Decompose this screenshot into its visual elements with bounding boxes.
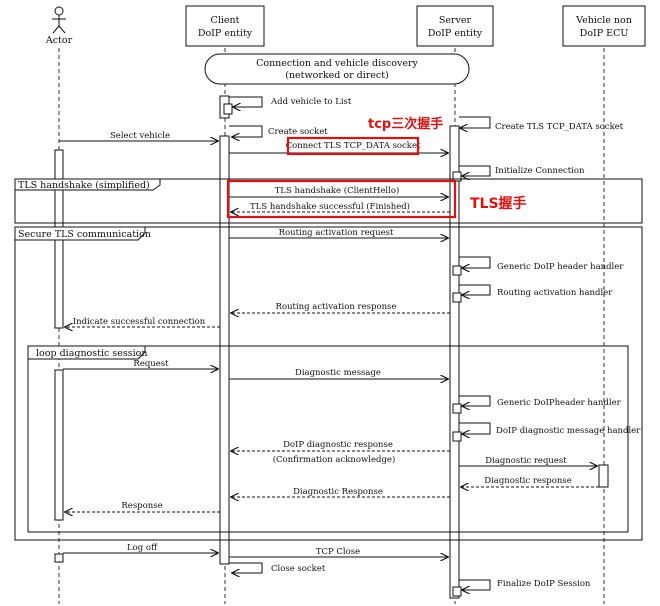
client-label-line1: Client bbox=[211, 15, 240, 26]
client-label-line2: DoIP entity bbox=[198, 28, 253, 39]
close-socket-label: Close socket bbox=[271, 564, 326, 574]
header-handler-2-label: Generic DoIPheader handler bbox=[497, 398, 622, 408]
close-socket-message bbox=[229, 562, 263, 573]
tls-finished-label: TLS handshake successful (Finished) bbox=[250, 201, 410, 212]
actor-participant: Actor bbox=[45, 6, 73, 46]
server-activation-header bbox=[452, 265, 462, 276]
client-activation-main bbox=[219, 135, 230, 565]
select-vehicle-label: Select vehicle bbox=[110, 131, 170, 141]
init-connection-message bbox=[459, 165, 491, 176]
diag-msg-handler-label: DoIP diagnostic message handler bbox=[496, 426, 641, 436]
tcp-close-label: TCP Close bbox=[316, 547, 360, 557]
server-box bbox=[416, 5, 494, 47]
client-box bbox=[185, 5, 265, 47]
server-activation-finalize bbox=[452, 586, 462, 597]
server-activation-main bbox=[449, 125, 460, 599]
ecu-box bbox=[562, 5, 646, 47]
request-label: Request bbox=[133, 359, 169, 369]
response-label: Response bbox=[121, 501, 162, 511]
ecu-participant: Vehicle non DoIP ECU bbox=[562, 5, 646, 47]
actor-label: Actor bbox=[45, 35, 73, 46]
server-activation-init bbox=[452, 171, 462, 182]
actor-activation-3 bbox=[54, 553, 64, 563]
diag-response-2-label: (Confirmation acknowledge) bbox=[273, 454, 396, 465]
ecu-label-line2: DoIP ECU bbox=[580, 28, 629, 39]
routing-request-label: Routing activation request bbox=[279, 228, 394, 238]
loop-fragment-header bbox=[27, 345, 146, 360]
server-activation-header-2 bbox=[452, 403, 462, 414]
server-activation-routing bbox=[452, 292, 462, 303]
loop-fragment-label: loop diagnostic session bbox=[36, 348, 147, 359]
routing-handler-label: Routing activation handler bbox=[497, 288, 613, 298]
add-vehicle-label: Add vehicle to List bbox=[270, 97, 352, 107]
actor-activation-2 bbox=[54, 369, 64, 521]
client-participant: Client DoIP entity bbox=[185, 5, 265, 47]
tls-handshake-fragment: TLS handshake (simplified) bbox=[14, 178, 643, 224]
actor-stick-figure-icon bbox=[52, 6, 66, 34]
header-handler-label: Generic DoIP header handler bbox=[497, 262, 624, 272]
server-label-line2: DoIP entity bbox=[428, 28, 483, 39]
tls-handshake-fragment-header bbox=[14, 178, 161, 191]
server-participant: Server DoIP entity bbox=[416, 5, 494, 47]
header-handler-message bbox=[459, 256, 491, 268]
tls-handshake-fragment-label: TLS handshake (simplified) bbox=[18, 180, 150, 191]
secure-comm-fragment-header bbox=[14, 226, 146, 241]
tls-handshake-highlight bbox=[226, 179, 457, 219]
finalize-message bbox=[459, 579, 491, 590]
secure-comm-fragment: Secure TLS communication bbox=[14, 226, 643, 541]
client-activation-add-vehicle bbox=[223, 103, 233, 115]
finalize-label: Finalize DoIP Session bbox=[497, 579, 591, 589]
indicate-success-label: Indicate successful connection bbox=[73, 317, 206, 327]
tcp-handshake-highlight bbox=[286, 136, 420, 156]
server-label-line1: Server bbox=[439, 15, 472, 26]
server-activation-diag-handler bbox=[452, 431, 462, 442]
init-connection-label: Initialize Connection bbox=[495, 166, 585, 176]
ecu-label-line1: Vehicle non bbox=[575, 15, 632, 26]
create-socket-message bbox=[229, 125, 263, 137]
add-vehicle-message bbox=[229, 96, 263, 107]
diag-response-cap-label: Diagnostic Response bbox=[293, 487, 383, 497]
create-tls-socket-label: Create TLS TCP_DATA socket bbox=[495, 122, 624, 132]
diag-message-label: Diagnostic message bbox=[295, 368, 381, 378]
banner-line2: (networked or direct) bbox=[285, 70, 389, 81]
diag-msg-handler-message bbox=[459, 422, 491, 434]
create-tls-socket-message bbox=[459, 116, 491, 128]
tls-client-hello-label: TLS handshake (ClientHello) bbox=[275, 185, 400, 196]
routing-handler-message bbox=[459, 284, 491, 295]
diag-request-label: Diagnostic request bbox=[485, 456, 567, 466]
tls-handshake-annotation: TLS握手 bbox=[470, 195, 527, 212]
routing-response-label: Routing activation response bbox=[276, 302, 397, 312]
loop-fragment: loop diagnostic session bbox=[27, 345, 629, 533]
diag-response-label: Diagnostic response bbox=[484, 476, 571, 486]
discovery-banner: Connection and vehicle discovery (networ… bbox=[204, 53, 470, 85]
banner-line1: Connection and vehicle discovery bbox=[256, 58, 418, 69]
ecu-activation bbox=[598, 464, 609, 488]
tcp-handshake-annotation: tcp三次握手 bbox=[368, 116, 443, 132]
create-socket-label: Create socket bbox=[268, 127, 328, 137]
connect-tls-label: Connect TLS TCP_DATA socket bbox=[286, 141, 421, 151]
diag-response-1-label: DoIP diagnostic response bbox=[283, 440, 393, 450]
header-handler-2-message bbox=[459, 395, 491, 406]
secure-comm-fragment-label: Secure TLS communication bbox=[18, 229, 151, 240]
log-off-label: Log off bbox=[127, 543, 158, 553]
